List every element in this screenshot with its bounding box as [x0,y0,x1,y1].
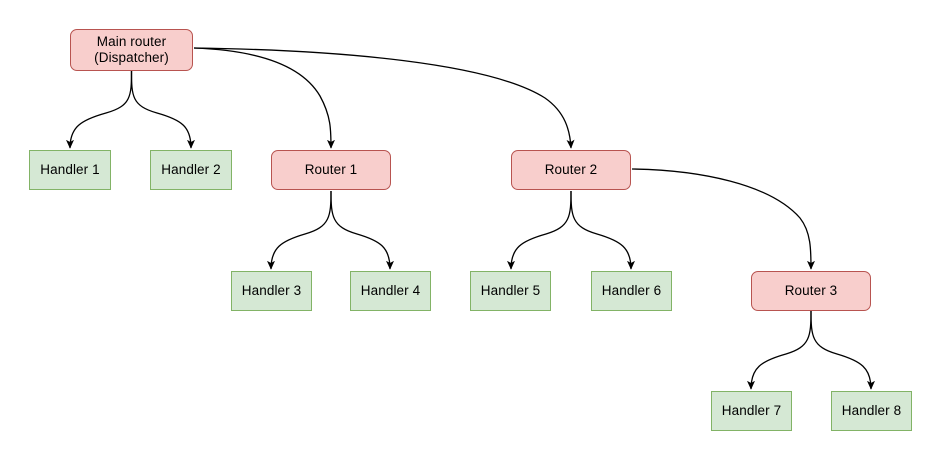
node-handler-8-label: Handler 8 [841,403,902,418]
node-router-2[interactable]: Router 2 [511,150,631,190]
node-router-2-label: Router 2 [544,162,598,177]
edge-router-2-to-router-3 [631,168,815,270]
edge-router-3-to-handler-8 [810,310,875,390]
edge-router-2-to-handler-6 [570,190,635,270]
node-handler-4[interactable]: Handler 4 [350,271,431,311]
node-router-1[interactable]: Router 1 [271,150,391,190]
node-handler-6[interactable]: Handler 6 [591,271,672,311]
edge-router-1-to-handler-4 [330,190,394,270]
node-router-1-label: Router 1 [304,162,358,177]
edge-main-to-router-1 [193,47,335,149]
node-main-router-label: Main router (Dispatcher) [94,34,169,65]
node-handler-1-label: Handler 1 [40,162,100,177]
node-main-router[interactable]: Main router (Dispatcher) [70,29,193,71]
node-handler-5-label: Handler 5 [480,283,541,298]
node-handler-2-label: Handler 2 [161,162,221,177]
node-handler-3[interactable]: Handler 3 [231,271,312,311]
node-handler-6-label: Handler 6 [601,283,662,298]
edge-main-to-router-2 [193,47,575,149]
edge-router-2-to-handler-5 [507,190,572,270]
node-handler-5[interactable]: Handler 5 [470,271,551,311]
node-handler-3-label: Handler 3 [241,283,302,298]
node-handler-7[interactable]: Handler 7 [711,391,792,431]
edge-router-3-to-handler-7 [747,310,812,390]
node-handler-8[interactable]: Handler 8 [831,391,912,431]
edge-main-to-handler-2 [130,70,195,149]
node-handler-2[interactable]: Handler 2 [150,150,232,190]
edge-main-to-handler-1 [66,70,133,149]
node-handler-7-label: Handler 7 [721,403,782,418]
node-handler-4-label: Handler 4 [360,283,421,298]
node-router-3-label: Router 3 [784,283,838,298]
node-router-3[interactable]: Router 3 [751,271,871,311]
node-handler-1[interactable]: Handler 1 [29,150,111,190]
edge-router-1-to-handler-3 [267,190,332,270]
